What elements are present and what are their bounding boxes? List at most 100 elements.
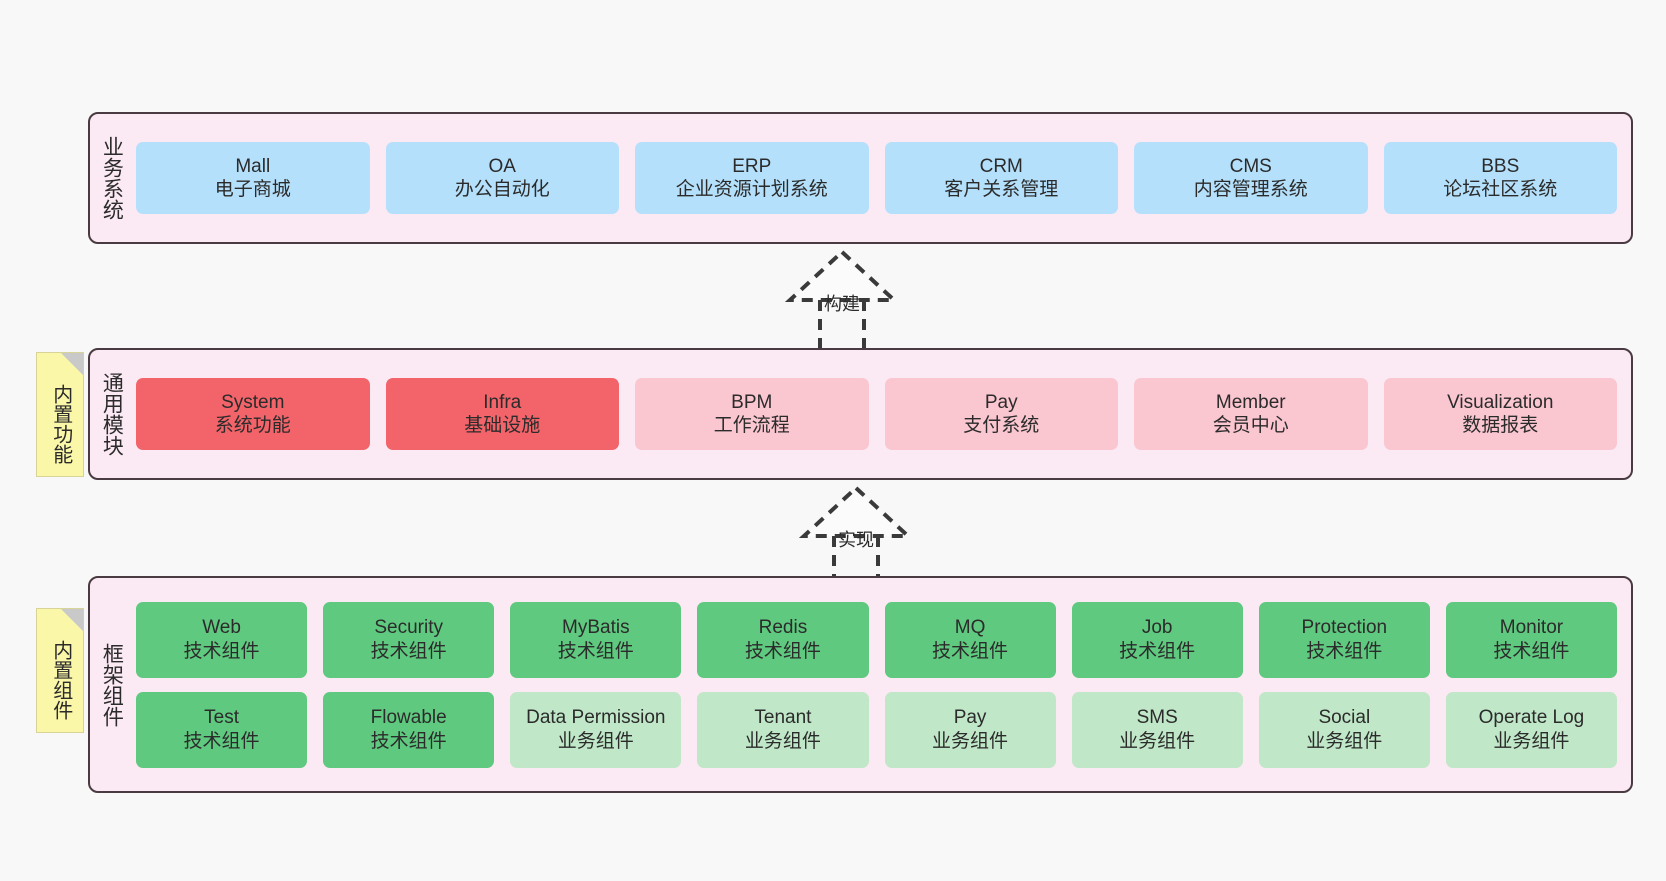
node-subtitle: 业务组件	[1119, 730, 1196, 752]
node-subtitle: 业务组件	[744, 730, 821, 752]
node-subtitle: 数据报表	[1462, 415, 1539, 436]
node-title: Mall	[235, 155, 271, 177]
node-title: Job	[1141, 617, 1173, 639]
node-title: BBS	[1481, 155, 1520, 177]
node-system[interactable]: System 系统功能	[136, 378, 370, 450]
node-data-permission[interactable]: Data Permission 业务组件	[510, 691, 682, 768]
node-title: Monitor	[1499, 617, 1564, 639]
node-sms[interactable]: SMS 业务组件	[1071, 691, 1243, 768]
node-title: Visualization	[1447, 391, 1554, 413]
node-title: CMS	[1229, 155, 1272, 177]
node-subtitle: 技术组件	[370, 640, 447, 662]
node-subtitle: 业务组件	[1306, 730, 1383, 752]
node-subtitle: 论坛社区系统	[1443, 179, 1558, 200]
node-row: System 系统功能 Infra 基础设施 BPM 工作流程 Pay 支付系统…	[136, 378, 1617, 450]
sticky-note-builtin-components: 内置组件	[36, 608, 84, 733]
sticky-note-builtin-functions: 内置功能	[36, 352, 84, 477]
node-subtitle: 技术组件	[183, 730, 260, 752]
node-subtitle: 支付系统	[963, 415, 1040, 436]
node-subtitle: 基础设施	[464, 415, 541, 436]
node-mq[interactable]: MQ 技术组件	[884, 601, 1056, 678]
node-title: Data Permission	[526, 707, 666, 729]
node-subtitle: 业务组件	[557, 730, 634, 752]
layer-caption-framework-components: 框架组件	[100, 642, 124, 727]
node-subtitle: 工作流程	[713, 415, 790, 436]
node-flowable[interactable]: Flowable 技术组件	[323, 691, 495, 768]
node-bbs[interactable]: BBS 论坛社区系统	[1383, 142, 1617, 214]
node-title: Member	[1215, 391, 1286, 413]
node-subtitle: 技术组件	[744, 640, 821, 662]
node-erp[interactable]: ERP 企业资源计划系统	[635, 142, 869, 214]
node-title: Redis	[758, 617, 808, 639]
node-redis[interactable]: Redis 技术组件	[697, 601, 869, 678]
node-title: CRM	[979, 155, 1023, 177]
node-title: MQ	[954, 617, 986, 639]
node-job[interactable]: Job 技术组件	[1071, 601, 1243, 678]
node-subtitle: 技术组件	[557, 640, 634, 662]
node-test[interactable]: Test 技术组件	[136, 691, 308, 768]
node-security[interactable]: Security 技术组件	[323, 601, 495, 678]
node-title: Protection	[1301, 617, 1388, 639]
node-subtitle: 技术组件	[1493, 640, 1570, 662]
node-subtitle: 系统功能	[214, 415, 291, 436]
node-subtitle: 技术组件	[932, 640, 1009, 662]
layer-body-framework-components: Web 技术组件 Security 技术组件 MyBatis 技术组件 Redi…	[132, 578, 1631, 791]
layer-framework-components: 框架组件 Web 技术组件 Security 技术组件 MyBatis 技术组件…	[88, 576, 1633, 793]
node-subtitle: 技术组件	[1119, 640, 1196, 662]
node-subtitle: 技术组件	[1306, 640, 1383, 662]
layer-caption-business-systems: 业务系统	[100, 136, 124, 220]
layer-business-systems: 业务系统 Mall 电子商城 OA 办公自动化 ERP 企业资源计划系统 CRM…	[88, 112, 1633, 244]
node-subtitle: 内容管理系统	[1193, 179, 1308, 200]
node-cms[interactable]: CMS 内容管理系统	[1134, 142, 1368, 214]
node-title: Test	[204, 707, 239, 729]
layer-body-common-modules: System 系统功能 Infra 基础设施 BPM 工作流程 Pay 支付系统…	[132, 350, 1631, 478]
node-title: Social	[1318, 707, 1371, 729]
node-title: Operate Log	[1478, 707, 1585, 729]
node-tenant[interactable]: Tenant 业务组件	[697, 691, 869, 768]
layer-common-modules: 通用模块 System 系统功能 Infra 基础设施 BPM 工作流程 Pay…	[88, 348, 1633, 480]
node-title: Flowable	[370, 707, 447, 729]
connector-build-arrow	[784, 249, 900, 358]
node-operate-log[interactable]: Operate Log 业务组件	[1445, 691, 1617, 768]
node-pay-component[interactable]: Pay 业务组件	[884, 691, 1056, 768]
node-infra[interactable]: Infra 基础设施	[385, 378, 619, 450]
node-protection[interactable]: Protection 技术组件	[1258, 601, 1430, 678]
node-title: ERP	[732, 155, 772, 177]
node-subtitle: 企业资源计划系统	[675, 179, 828, 200]
node-subtitle: 技术组件	[370, 730, 447, 752]
node-title: Infra	[483, 391, 522, 413]
node-title: MyBatis	[562, 617, 630, 639]
layer-body-business-systems: Mall 电子商城 OA 办公自动化 ERP 企业资源计划系统 CRM 客户关系…	[132, 114, 1631, 242]
connector-build: 构建	[742, 248, 942, 358]
node-title: OA	[488, 155, 516, 177]
node-title: Pay	[984, 391, 1018, 413]
node-monitor[interactable]: Monitor 技术组件	[1445, 601, 1617, 678]
node-title: BPM	[731, 391, 773, 413]
node-mybatis[interactable]: MyBatis 技术组件	[510, 601, 682, 678]
node-subtitle: 电子商城	[214, 179, 291, 200]
node-pay-module[interactable]: Pay 支付系统	[884, 378, 1118, 450]
node-member[interactable]: Member 会员中心	[1134, 378, 1368, 450]
node-social[interactable]: Social 业务组件	[1258, 691, 1430, 768]
node-bpm[interactable]: BPM 工作流程	[635, 378, 869, 450]
node-subtitle: 客户关系管理	[944, 179, 1059, 200]
node-subtitle: 会员中心	[1212, 415, 1289, 436]
node-title: System	[221, 391, 285, 413]
layer-caption-common-modules: 通用模块	[100, 372, 124, 456]
node-subtitle: 技术组件	[183, 640, 260, 662]
node-row: Mall 电子商城 OA 办公自动化 ERP 企业资源计划系统 CRM 客户关系…	[136, 142, 1617, 214]
node-subtitle: 办公自动化	[454, 179, 550, 200]
node-title: SMS	[1136, 707, 1178, 729]
node-oa[interactable]: OA 办公自动化	[385, 142, 619, 214]
node-title: Tenant	[754, 707, 812, 729]
node-subtitle: 业务组件	[932, 730, 1009, 752]
node-title: Pay	[953, 707, 987, 729]
node-row: Web 技术组件 Security 技术组件 MyBatis 技术组件 Redi…	[136, 601, 1617, 678]
node-mall[interactable]: Mall 电子商城	[136, 142, 370, 214]
node-title: Security	[374, 617, 443, 639]
node-visualization[interactable]: Visualization 数据报表	[1383, 378, 1617, 450]
node-web[interactable]: Web 技术组件	[136, 601, 308, 678]
node-crm[interactable]: CRM 客户关系管理	[884, 142, 1118, 214]
node-subtitle: 业务组件	[1493, 730, 1570, 752]
